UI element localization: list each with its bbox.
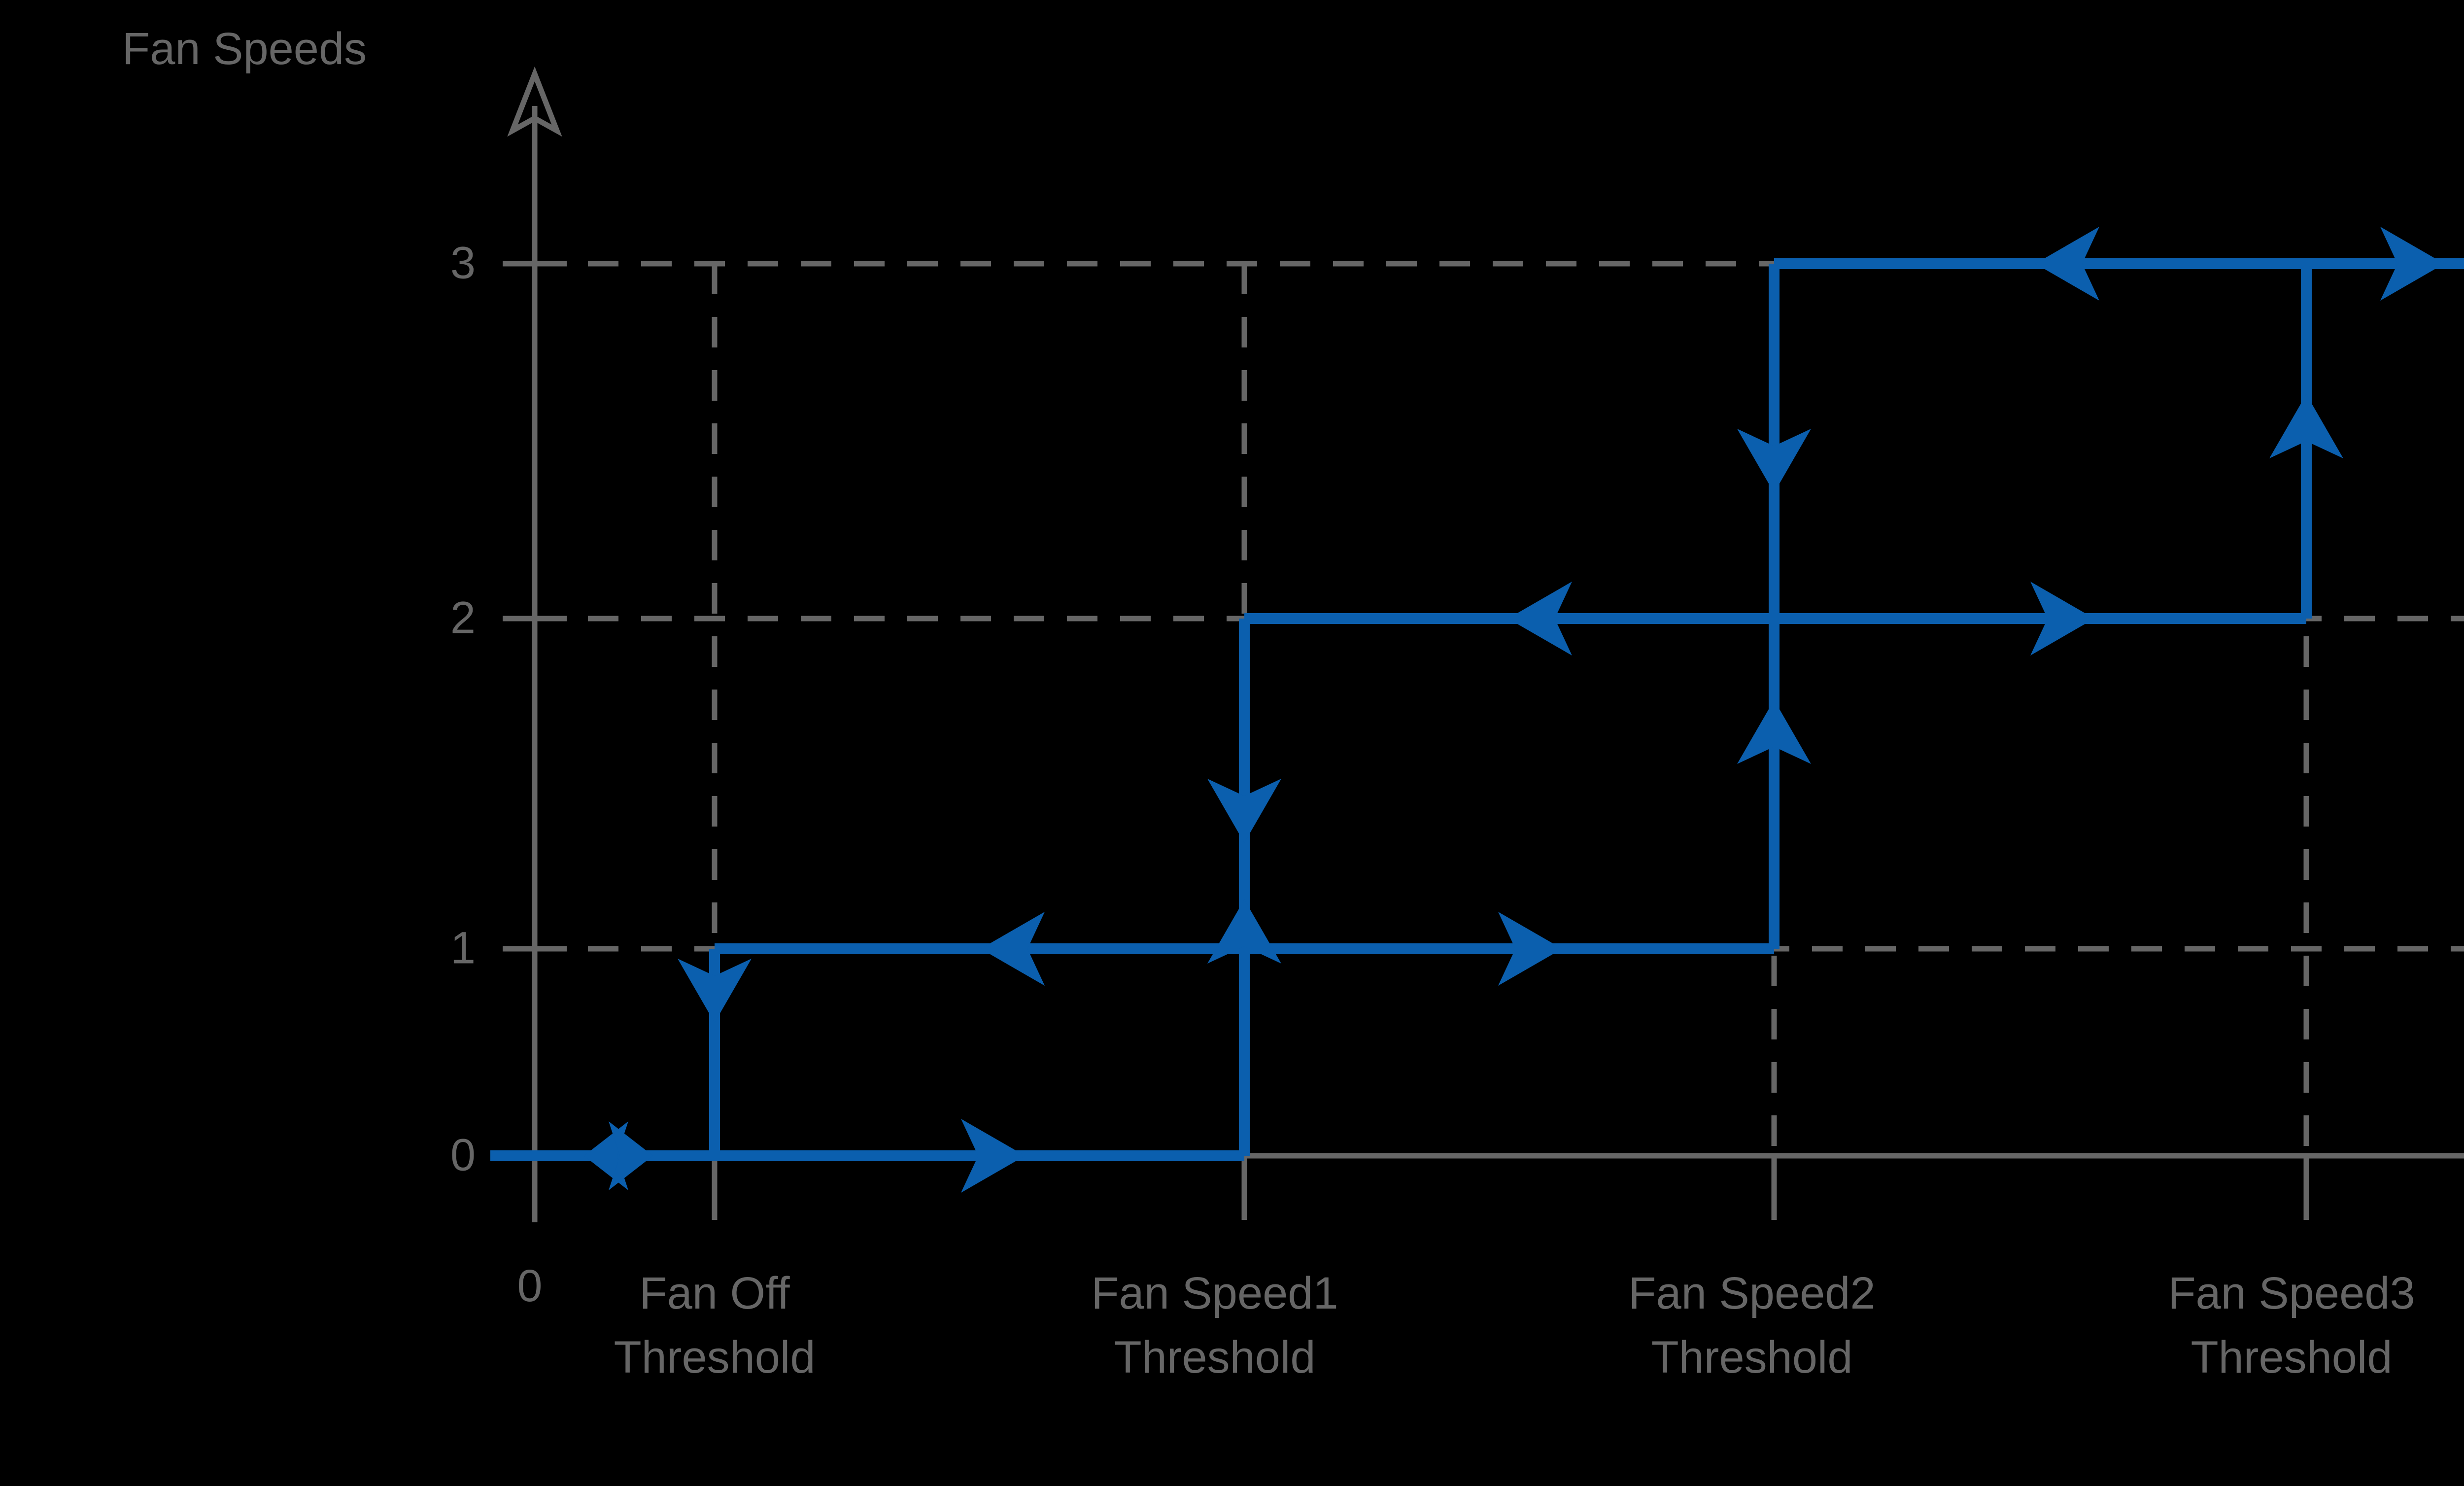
threshold-label-fan-speed-2-line1: Fan Speed2 <box>1628 1268 1875 1318</box>
arrow-fan-speed-2-down <box>1737 429 1811 493</box>
arrow-level3-right <box>2380 227 2444 301</box>
y-axis <box>503 66 567 1222</box>
direction-arrowheads <box>584 227 2444 1193</box>
arrow-fan-off-down <box>678 959 752 1023</box>
hysteresis-trace <box>490 258 2464 1161</box>
threshold-label-fan-off-line2: Threshold <box>614 1332 815 1382</box>
arrow-level2-right <box>2030 582 2094 656</box>
arrow-level1-right <box>1498 912 1562 986</box>
threshold-label-fan-speed-3-line2: Threshold <box>2190 1332 2392 1382</box>
arrow-level3-left <box>2035 227 2099 301</box>
arrow-level0-right-2 <box>961 1119 1025 1193</box>
threshold-label-fan-speed-3-line1: Fan Speed3 <box>2168 1268 2415 1318</box>
y-tick-label-3: 3 <box>450 238 476 288</box>
x-axis <box>535 1153 2464 1220</box>
arrow-fan-speed-1-up <box>1207 899 1281 964</box>
y-axis-title: Fan Speeds <box>122 24 367 74</box>
threshold-label-fan-speed-1-line2: Threshold <box>1114 1332 1315 1382</box>
horizontal-gridlines <box>535 261 2464 952</box>
threshold-label-fan-speed-2-line2: Threshold <box>1651 1332 1852 1382</box>
arrow-level2-left <box>1508 582 1572 656</box>
arrow-fan-speed-2-up <box>1737 700 1811 764</box>
x-origin-label: 0 <box>517 1261 542 1311</box>
arrow-fan-speed-3-up <box>2269 394 2343 458</box>
y-tick-label-1: 1 <box>450 923 476 973</box>
arrow-level1-left <box>981 912 1045 986</box>
y-tick-label-0: 0 <box>450 1130 476 1180</box>
arrow-fan-speed-1-down <box>1207 779 1281 843</box>
arrow-level0-right <box>609 1121 653 1190</box>
vertical-gridlines <box>712 264 2309 1156</box>
threshold-label-fan-speed-1-line1: Fan Speed1 <box>1091 1268 1338 1318</box>
y-axis-arrowhead <box>507 66 562 137</box>
y-tick-label-2: 2 <box>450 592 476 643</box>
threshold-label-fan-off-line1: Fan Off <box>639 1268 790 1318</box>
